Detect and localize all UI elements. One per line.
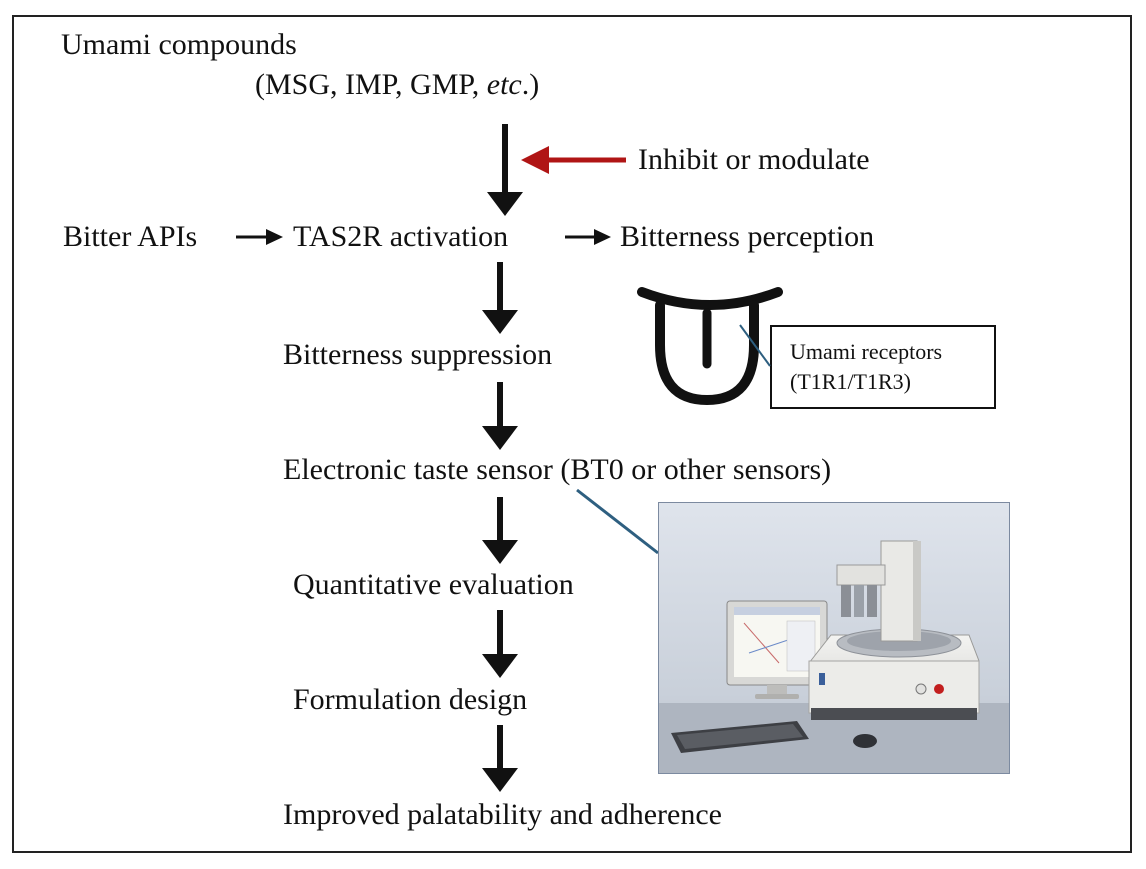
- arrow-formulation-to-palatability: [482, 725, 518, 792]
- quantitative-evaluation-label: Quantitative evaluation: [293, 568, 574, 601]
- arrow-tas2r-to-perception: [565, 229, 611, 245]
- diagram-frame: [12, 15, 1132, 853]
- taste-sensing-instrument-photo: [658, 502, 1010, 774]
- arrow-tas2r-to-suppression: [482, 262, 518, 334]
- compound-list-prefix: (MSG, IMP, GMP,: [255, 68, 487, 101]
- umami-receptors-line1: Umami receptors: [790, 339, 943, 364]
- bitterness-perception-label: Bitterness perception: [620, 220, 875, 253]
- electronic-taste-sensor-label: Electronic taste sensor (BT0 or other se…: [283, 453, 832, 486]
- arrow-sensor-to-quantitative: [482, 497, 518, 564]
- compound-list-suffix: .): [521, 68, 540, 101]
- bitterness-suppression-label: Bitterness suppression: [283, 338, 553, 371]
- sensor-connector-line: [576, 488, 659, 555]
- tongue-icon: [637, 287, 783, 406]
- arrow-compounds-to-tas2r: [487, 124, 523, 216]
- formulation-design-label: Formulation design: [293, 683, 528, 716]
- umami-receptor-box: Umami receptors (T1R1/T1R3): [770, 325, 996, 409]
- arrow-apis-to-tas2r: [236, 229, 283, 245]
- umami-compounds-label: Umami compounds: [61, 28, 297, 61]
- tas2r-activation-label: TAS2R activation: [293, 220, 509, 253]
- bitter-apis-label: Bitter APIs: [63, 220, 198, 253]
- arrow-suppression-to-sensor: [482, 382, 518, 450]
- arrow-quantitative-to-formulation: [482, 610, 518, 678]
- inhibit-arrow: [521, 146, 626, 174]
- receptor-connector-line: [739, 324, 771, 367]
- umami-receptors-line2: (T1R1/T1R3): [790, 369, 911, 394]
- inhibit-modulate-label: Inhibit or modulate: [638, 143, 870, 176]
- improved-palatability-label: Improved palatability and adherence: [283, 798, 722, 831]
- compound-list-etc: etc: [486, 68, 522, 101]
- umami-compound-list: (MSG, IMP, GMP, etc.): [255, 70, 539, 100]
